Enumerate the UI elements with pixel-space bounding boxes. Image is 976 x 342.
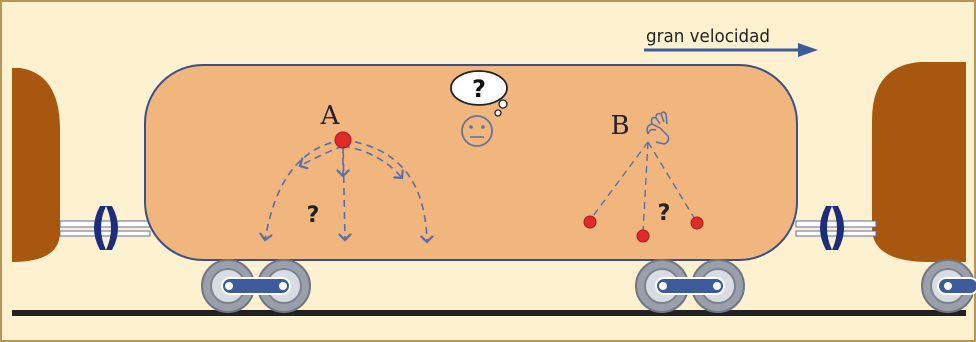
observer-a-question: ?	[307, 203, 320, 228]
observer-a-label: A	[320, 101, 341, 131]
thought-bubble-question: ?	[472, 75, 486, 103]
direction-label: gran velocidad	[646, 26, 770, 47]
right-neighbor-wheel	[921, 259, 976, 313]
observer-b-strings	[589, 141, 697, 234]
left-bogie	[201, 259, 311, 313]
direction-arrow-head	[798, 43, 818, 57]
observer-a-ball	[334, 131, 352, 149]
observer-b-ball-right	[690, 216, 704, 230]
thought-bubble	[450, 70, 508, 117]
main-wagon-body	[144, 64, 798, 261]
right-coupler	[795, 206, 877, 250]
observer-b-ball-center	[636, 229, 650, 243]
hand-icon	[646, 111, 670, 145]
right-bogie	[635, 259, 745, 313]
observer-b-question: ?	[658, 201, 671, 226]
right-neighbor-wagon	[872, 62, 966, 262]
rail	[12, 310, 966, 316]
neutral-face-icon	[461, 115, 493, 147]
observer-b-ball-left	[583, 215, 597, 229]
left-neighbor-wagon	[12, 68, 60, 262]
observer-b-label: B	[610, 111, 629, 141]
